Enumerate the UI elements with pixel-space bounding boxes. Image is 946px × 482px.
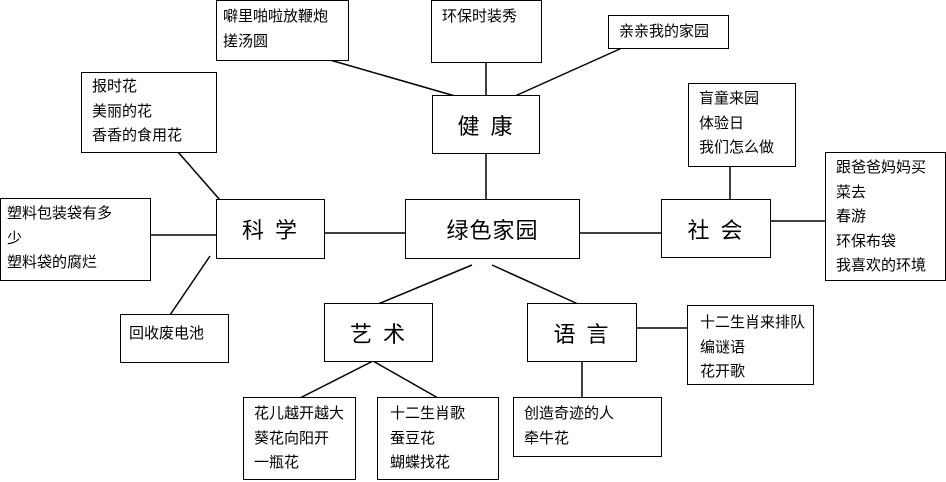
category-language: 语 言 (527, 303, 637, 362)
leaf-plastic-bags: 塑料包装袋有多 少 塑料袋的腐烂 (0, 198, 151, 281)
leaf-line: 我喜欢的环境 (836, 256, 927, 274)
leaf-my-home: 亲亲我的家园 (608, 15, 729, 49)
link-flowers-science (177, 151, 221, 201)
leaf-line: 十二生肖歌 (390, 404, 466, 422)
leaf-outings: 跟爸爸妈妈买 菜去 春游 环保布袋 我喜欢的环境 (825, 152, 946, 281)
leaf-eco-fashion: 环保时装秀 (431, 0, 542, 63)
leaf-line: 创造奇迹的人 (524, 404, 615, 422)
leaf-line: 葵花向阳开 (254, 428, 330, 447)
category-art: 艺 术 (324, 303, 433, 362)
leaf-flowers: 报时花 美丽的花 香香的食用花 (81, 72, 217, 153)
leaf-line: 噼里啪啦放鞭炮 (223, 7, 329, 25)
leaf-line: 环保时装秀 (442, 7, 518, 25)
link-art-zodiacsong (372, 360, 439, 399)
link-myhome-health (514, 47, 623, 97)
leaf-line: 体验日 (699, 113, 745, 132)
leaf-line: 花儿越开越大 (254, 404, 345, 422)
leaf-art-flowers: 花儿越开越大 葵花向阳开 一瓶花 (243, 397, 356, 480)
link-batteries-science (169, 255, 211, 316)
category-society: 社 会 (661, 199, 771, 258)
leaf-line: 花开歌 (700, 362, 746, 380)
leaf-line: 盲童来园 (699, 89, 760, 107)
leaf-line: 亲亲我的家园 (619, 22, 710, 40)
leaf-line: 美丽的花 (92, 101, 153, 120)
link-firecrackers-health (329, 59, 456, 97)
leaf-line: 塑料包装袋有多 (7, 204, 113, 222)
link-center-art (377, 264, 473, 305)
leaf-line: 环保布袋 (836, 231, 897, 250)
category-science: 科 学 (216, 199, 325, 259)
link-art-artflowers (299, 360, 374, 399)
leaf-line: 一瓶花 (254, 453, 300, 471)
leaf-blind-kids: 盲童来园 体验日 我们怎么做 (688, 83, 796, 167)
leaf-line: 少 (7, 228, 23, 247)
leaf-line: 编谜语 (700, 337, 746, 356)
leaf-line: 报时花 (92, 77, 138, 95)
leaf-line: 我们怎么做 (699, 138, 775, 156)
link-center-language (491, 264, 579, 305)
center-node: 绿色家园 (405, 199, 580, 259)
leaf-line: 十二生肖来排队 (700, 313, 806, 331)
leaf-line: 蚕豆花 (390, 428, 436, 447)
leaf-zodiac-queue: 十二生肖来排队 编谜语 花开歌 (687, 305, 814, 385)
leaf-line: 牵牛花 (524, 428, 570, 447)
leaf-line: 搓汤圆 (223, 31, 269, 50)
leaf-line: 塑料袋的腐烂 (7, 253, 98, 271)
leaf-line: 跟爸爸妈妈买 (836, 158, 927, 176)
leaf-line: 菜去 (836, 182, 867, 201)
leaf-firecrackers: 噼里啪啦放鞭炮 搓汤圆 (216, 0, 349, 61)
leaf-batteries: 回收废电池 (120, 314, 229, 363)
leaf-line: 香香的食用花 (92, 126, 183, 144)
category-health: 健 康 (432, 95, 540, 154)
leaf-zodiac-song: 十二生肖歌 蚕豆花 蝴蝶找花 (377, 397, 499, 480)
leaf-line: 回收废电池 (129, 324, 205, 342)
leaf-miracle: 创造奇迹的人 牵牛花 (513, 397, 662, 457)
leaf-line: 蝴蝶找花 (390, 453, 451, 471)
leaf-line: 春游 (836, 207, 867, 225)
